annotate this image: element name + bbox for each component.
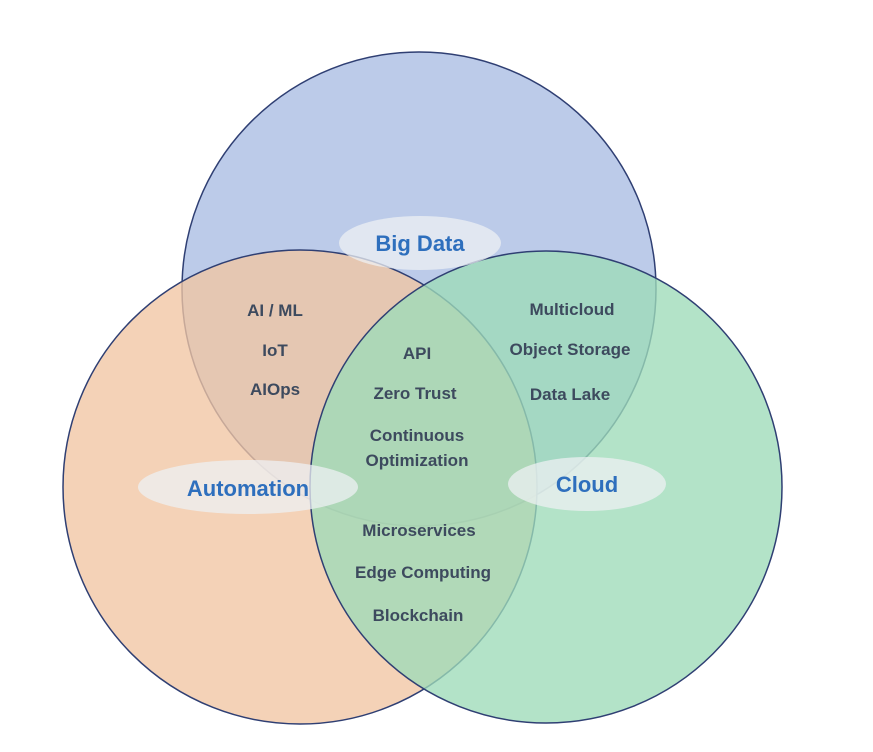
region-item-data-lake: Data Lake: [530, 385, 610, 404]
big-data-label: Big Data: [375, 231, 465, 256]
cloud-label: Cloud: [556, 472, 618, 497]
region-item-continuous: Continuous: [370, 426, 464, 445]
region-item-iot: IoT: [262, 341, 288, 360]
region-item-optimization: Optimization: [366, 451, 469, 470]
automation-label: Automation: [187, 476, 309, 501]
big-data-label-pill: [339, 216, 501, 270]
region-item-aiops: AIOps: [250, 380, 300, 399]
region-item-blockchain: Blockchain: [373, 606, 464, 625]
region-item-zero-trust: Zero Trust: [373, 384, 456, 403]
region-item-api: API: [403, 344, 431, 363]
automation-label-pill: [138, 460, 358, 514]
cloud-label-pill: [508, 457, 666, 511]
region-item-ai-ml: AI / ML: [247, 301, 303, 320]
region-item-multicloud: Multicloud: [530, 300, 615, 319]
region-item-object-storage: Object Storage: [510, 340, 631, 359]
region-item-edge-computing: Edge Computing: [355, 563, 491, 582]
region-item-microservices: Microservices: [362, 521, 475, 540]
